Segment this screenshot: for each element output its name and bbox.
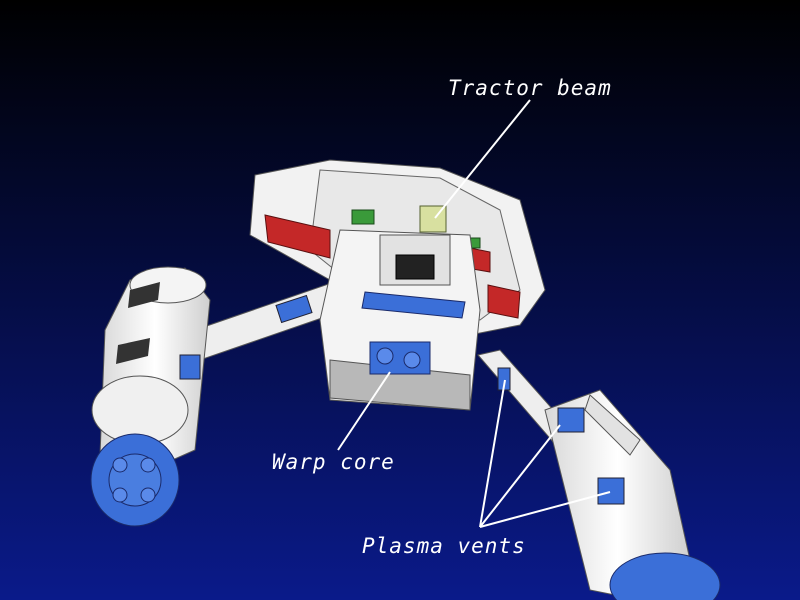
left-nacelle [90, 266, 211, 527]
plasma-vents-label: Plasma vents [362, 534, 526, 558]
plasma-vents-callout-line-1 [479, 379, 506, 528]
warp-core-label: Warp core [272, 450, 395, 474]
central-hull [319, 229, 481, 411]
warp-core-callout-line [337, 371, 391, 451]
left-pylon-blue-detail [275, 294, 313, 324]
tractor-beam-label: Tractor beam [448, 76, 612, 100]
tractor-beam-callout-line [434, 99, 531, 219]
plasma-vents-callout-line-3 [479, 491, 611, 528]
right-nacelle-vent-1 [557, 407, 585, 433]
plasma-vents-callout-line-2 [479, 424, 561, 528]
right-nacelle [544, 389, 721, 600]
right-nacelle-vent-2 [597, 477, 625, 505]
